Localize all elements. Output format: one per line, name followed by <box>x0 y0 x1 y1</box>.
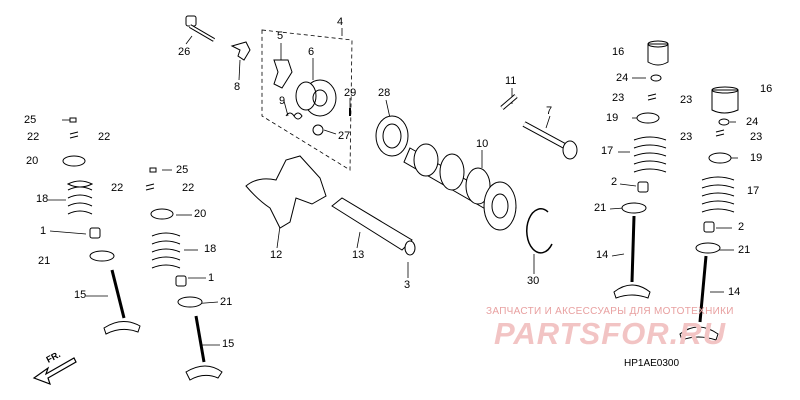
callout-15-a: 15 <box>74 289 87 301</box>
callout-26: 26 <box>178 46 191 58</box>
callout-18-b: 18 <box>204 243 217 255</box>
valve-train-right-a <box>613 40 669 299</box>
callout-25-a: 25 <box>24 114 37 126</box>
valve-train-left-a <box>62 117 141 335</box>
fork-shaft-13-shape <box>331 197 413 251</box>
callout-25-b: 25 <box>176 164 189 176</box>
spring-9-shape <box>285 112 303 120</box>
callout-16-b: 16 <box>760 83 773 95</box>
callout-21-c: 21 <box>594 202 607 214</box>
callout-23-b: 23 <box>680 94 693 106</box>
callout-21-b: 21 <box>220 296 233 308</box>
callout-24-b: 24 <box>746 116 759 128</box>
callout-22-d: 22 <box>182 182 195 194</box>
washer-3-shape <box>404 240 416 256</box>
rocker-shaft-7-shape <box>522 121 578 160</box>
callout-1-b: 1 <box>208 272 215 284</box>
callout-12: 12 <box>270 249 283 261</box>
callout-2-b: 2 <box>738 221 745 233</box>
pin-11-shape <box>500 94 518 110</box>
callout-11: 11 <box>505 75 517 87</box>
callout-24-a: 24 <box>616 72 629 84</box>
callout-19-b: 19 <box>750 152 763 164</box>
callout-22-a: 22 <box>27 131 40 143</box>
callout-10: 10 <box>476 138 489 150</box>
diagram-code: HP1AE0300 <box>624 358 680 369</box>
callout-29: 29 <box>344 87 357 99</box>
shift-drum-assembly-frame <box>261 29 353 171</box>
washer-27-shape <box>312 124 324 136</box>
callout-18-a: 18 <box>36 193 49 205</box>
callout-6: 6 <box>308 46 315 58</box>
callout-15-b: 15 <box>222 338 235 350</box>
callout-4: 4 <box>337 16 344 28</box>
callout-22-b: 22 <box>98 131 111 143</box>
watermark-logo: PARTSFOR.RU <box>494 316 727 351</box>
valve-train-right-b <box>679 86 739 341</box>
callout-30: 30 <box>527 275 540 287</box>
bolt-26-shape <box>185 15 216 42</box>
callout-14-b: 14 <box>728 286 741 298</box>
callout-27: 27 <box>338 130 351 142</box>
callout-1-a: 1 <box>40 225 47 237</box>
front-arrow-icon <box>32 357 77 386</box>
callout-5: 5 <box>277 30 284 42</box>
bracket-8-shape <box>230 41 251 61</box>
callout-20-b: 20 <box>194 208 207 220</box>
valve-train-left-b <box>145 167 223 381</box>
watermark-caption: ЗАПЧАСТИ И АКСЕССУАРЫ ДЛЯ МОТОТЕХНИКИ <box>486 306 734 317</box>
callout-8: 8 <box>234 81 241 93</box>
callout-23-d: 23 <box>750 131 763 143</box>
callout-13: 13 <box>352 249 365 261</box>
callout-19-a: 19 <box>606 112 619 124</box>
callout-2-a: 2 <box>611 176 618 188</box>
callout-22-c: 22 <box>111 182 124 194</box>
callout-23-a: 23 <box>612 92 625 104</box>
callout-14-a: 14 <box>596 249 609 261</box>
callout-9: 9 <box>279 95 286 107</box>
callout-17-b: 17 <box>747 185 760 197</box>
camshaft-10-shape <box>403 143 517 231</box>
stopper-5-shape <box>273 59 293 89</box>
callout-3: 3 <box>404 279 411 291</box>
callout-28: 28 <box>378 87 391 99</box>
callout-21-d: 21 <box>738 244 751 256</box>
callout-16-a: 16 <box>612 46 625 58</box>
callout-7: 7 <box>546 105 553 117</box>
shift-drum-6-shape <box>295 79 337 117</box>
callout-23-c: 23 <box>680 131 693 143</box>
callout-21-a: 21 <box>38 255 51 267</box>
shift-fork-12-shape <box>245 155 327 229</box>
callout-20-a: 20 <box>26 155 39 167</box>
leader-lines <box>48 28 738 346</box>
bearing-28-shape <box>375 115 409 157</box>
snap-ring-30-shape <box>526 208 553 254</box>
callout-17-a: 17 <box>601 145 614 157</box>
